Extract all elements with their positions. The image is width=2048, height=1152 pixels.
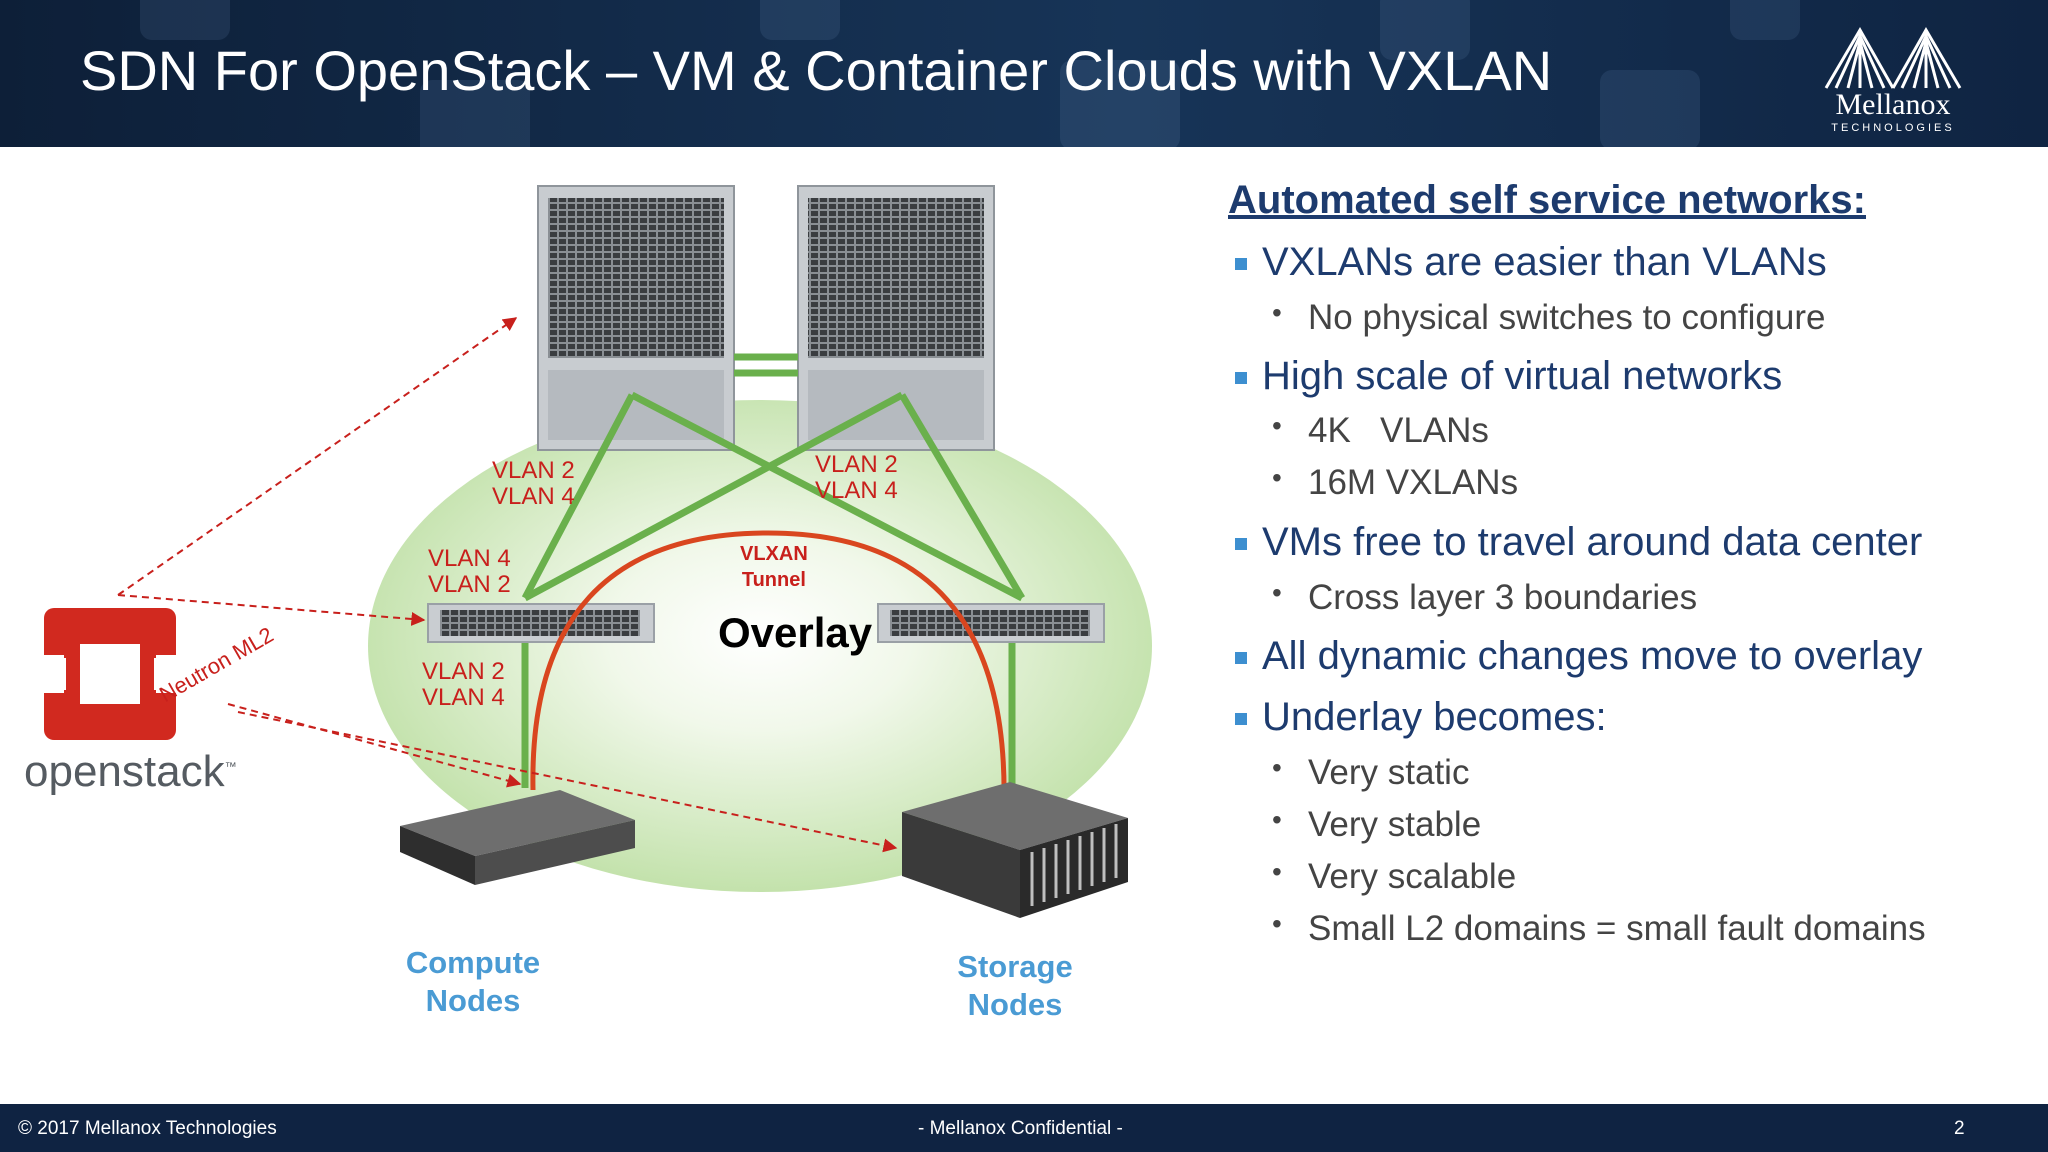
section-heading: Automated self service networks:	[1228, 178, 1866, 222]
bullet-vms-travel: VMs free to travel around data center	[1234, 520, 1923, 564]
diagram-graphics	[36, 185, 1152, 918]
footer-page-number: 2	[1954, 1118, 1965, 1139]
bullet-vxlan-easier: VXLANs are easier than VLANs	[1235, 240, 1827, 284]
logo-subtitle: TECHNOLOGIES	[1831, 122, 1955, 134]
storage-node-server	[902, 782, 1128, 918]
openstack-wordmark: openstack™	[24, 747, 237, 796]
sub-bullet-very-stable: Very stable	[1272, 804, 1481, 845]
bullet-dynamic-changes: All dynamic changes move to overlay	[1234, 634, 1923, 678]
slide-title: SDN For OpenStack – VM & Container Cloud…	[80, 39, 1553, 102]
mellanox-logo: Mellanox TECHNOLOGIES	[1818, 22, 1968, 137]
leaf-switch-left	[427, 603, 655, 643]
spine-switch-left	[537, 185, 735, 451]
sub-bullet-cross-layer3: Cross layer 3 boundaries	[1272, 577, 1697, 618]
mellanox-bridge-icon	[1824, 27, 1962, 89]
leaf-spine-links	[521, 391, 1026, 803]
bullet-high-scale: High scale of virtual networks	[1234, 354, 1783, 398]
sub-bullet-small-l2: Small L2 domains = small fault domains	[1272, 908, 1926, 949]
sub-bullet-4k-vlans: 4K VLANs	[1272, 410, 1489, 451]
bullet-underlay-becomes: Underlay becomes:	[1235, 695, 1607, 739]
overlay-label: Overlay	[718, 609, 873, 656]
sub-bullet-very-scalable: Very scalable	[1272, 856, 1516, 897]
slide-header: SDN For OpenStack – VM & Container Cloud…	[0, 0, 2048, 147]
sub-bullet-16m-vxlans: 16M VXLANs	[1272, 462, 1518, 503]
sub-bullet-no-switches: No physical switches to configure	[1272, 297, 1826, 338]
leaf-switch-right	[877, 603, 1105, 643]
slide-footer: © 2017 Mellanox Technologies - Mellanox …	[0, 1104, 2048, 1152]
neutron-control-arrows	[117, 317, 898, 853]
footer-confidential: - Mellanox Confidential -	[918, 1118, 1123, 1139]
spine-switch-right	[797, 185, 995, 451]
logo-name: Mellanox	[1835, 88, 1951, 121]
vxlan-tunnel-arc	[530, 530, 1007, 801]
openstack-logo-icon	[36, 608, 184, 740]
compute-node-server	[400, 790, 635, 885]
sub-bullet-very-static: Very static	[1272, 752, 1470, 793]
footer-copyright: © 2017 Mellanox Technologies	[18, 1118, 277, 1139]
